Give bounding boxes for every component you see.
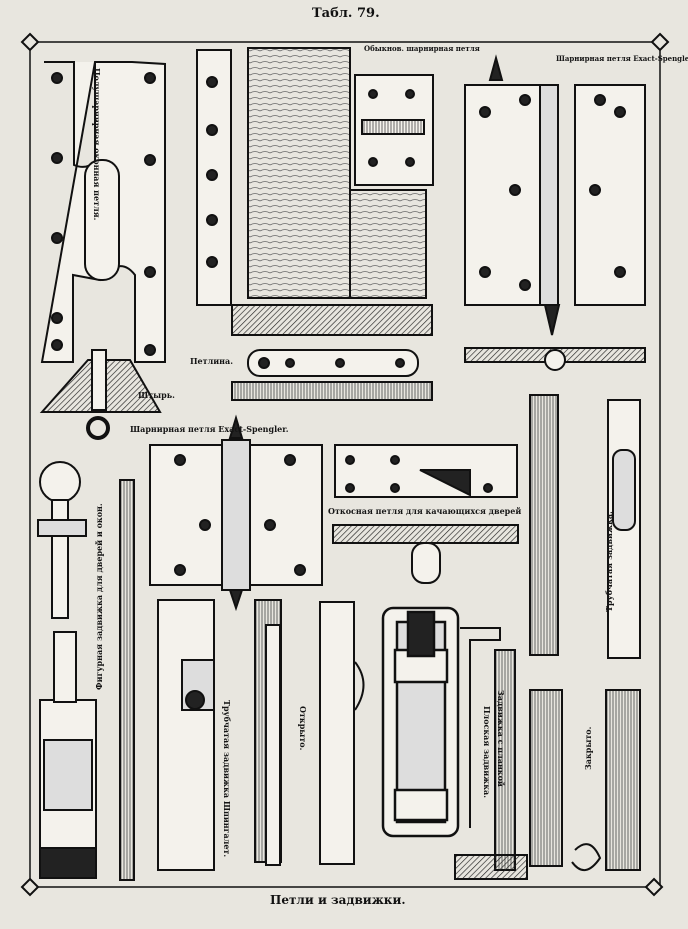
label-closed: Закрыто. [583,726,593,770]
label-spengler-mid: Шарнирная петля Exact-Spengler. [130,424,289,434]
swing-hinge-illustration [332,444,519,584]
flat-latch-illustration [454,627,528,880]
label-pin: Штырь. [138,390,175,400]
hinge-plate-illustration [231,349,433,401]
label-plate: Петлина. [190,356,233,366]
door-hinge-illustration [196,47,434,336]
tube-latch-illustration [157,599,282,871]
label-door-latch: Фигурная задвижка для дверей и окон. [94,503,104,690]
latch-open-illustration [319,601,365,865]
label-open: Открыто. [298,706,308,751]
figured-latch-illustration [37,461,135,881]
plate-caption: Петли и задвижки. [270,893,406,907]
label-swing-hinge: Откосная петля для качающихся дверей [328,506,522,516]
engraver-monogram [571,843,602,871]
plate-number: Табл. 79. [312,6,380,21]
half-hinge-illustration [40,61,166,363]
spengler-hinge-illustration [464,54,646,371]
bolt-latch-illustration [381,606,460,838]
label-tube-latch: Трубчатая задвижка Шпингалет. [222,700,232,858]
label-simple-hinge: Обыкнов. шарнирная петля [364,44,480,53]
plate-frame [20,32,670,897]
tube-latch-right-illustration [529,394,641,871]
label-latch-with-plate: Задвижка с планкой [496,690,506,787]
pin-illustration [39,349,162,440]
label-spengler-top: Шарнирная петля Exact-Spengler [556,54,688,63]
label-half-hinge: Полушарнирная оконная петля. [92,68,102,221]
spengler-hinge-middle-illustration [149,414,323,612]
label-tube-latch-right: Трубчатая задвижка. [604,511,614,612]
label-flat-latch: Плоская задвижка. [482,706,492,798]
